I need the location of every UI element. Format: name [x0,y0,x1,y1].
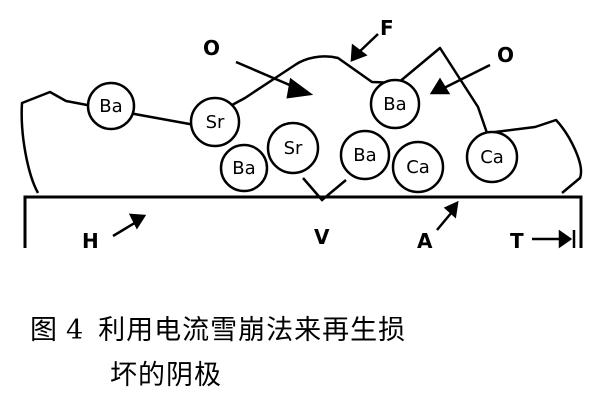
atom-sr-1: Sr [189,96,241,148]
arrow-f [350,33,379,62]
label-f: F [380,16,394,40]
label-v: V [314,225,330,249]
caption-number: 4 [66,315,85,346]
svg-text:Ba: Ba [232,158,255,179]
arrow-a [436,200,459,231]
caption-prefix: 图 [30,315,58,346]
atom-ca-1: Ca [391,140,445,194]
label-h: H [82,229,99,253]
atom-sr-2: Sr [266,121,320,175]
svg-text:Ca: Ca [480,147,504,168]
coating-outline [20,46,583,194]
label-t: T [510,229,524,253]
v-pit [302,177,347,202]
arrow-o-left [235,60,314,99]
atom-ba-1: Ba [86,81,136,131]
svg-text:Ba: Ba [99,96,122,117]
arrow-h [112,213,147,238]
label-o-right: O [497,43,514,67]
svg-text:Ca: Ca [406,157,430,178]
arrow-t [532,229,576,249]
atom-ba-2: Ba [219,143,269,193]
arrow-o-right [429,63,491,95]
label-a: A [417,229,433,253]
cathode-substrate [23,195,583,248]
svg-text:Sr: Sr [206,112,225,133]
label-o-left: O [203,36,220,60]
svg-text:Ba: Ba [383,94,406,115]
atom-ba-4: Ba [369,78,421,130]
caption-line-2: 坏的阴极 [110,360,222,391]
caption-line-1: 利用电流雪崩法来再生损 [98,315,407,346]
atom-ca-2: Ca [465,130,519,184]
svg-text:Sr: Sr [284,138,303,159]
svg-text:Ba: Ba [353,145,376,166]
atom-ba-3: Ba [339,129,391,181]
